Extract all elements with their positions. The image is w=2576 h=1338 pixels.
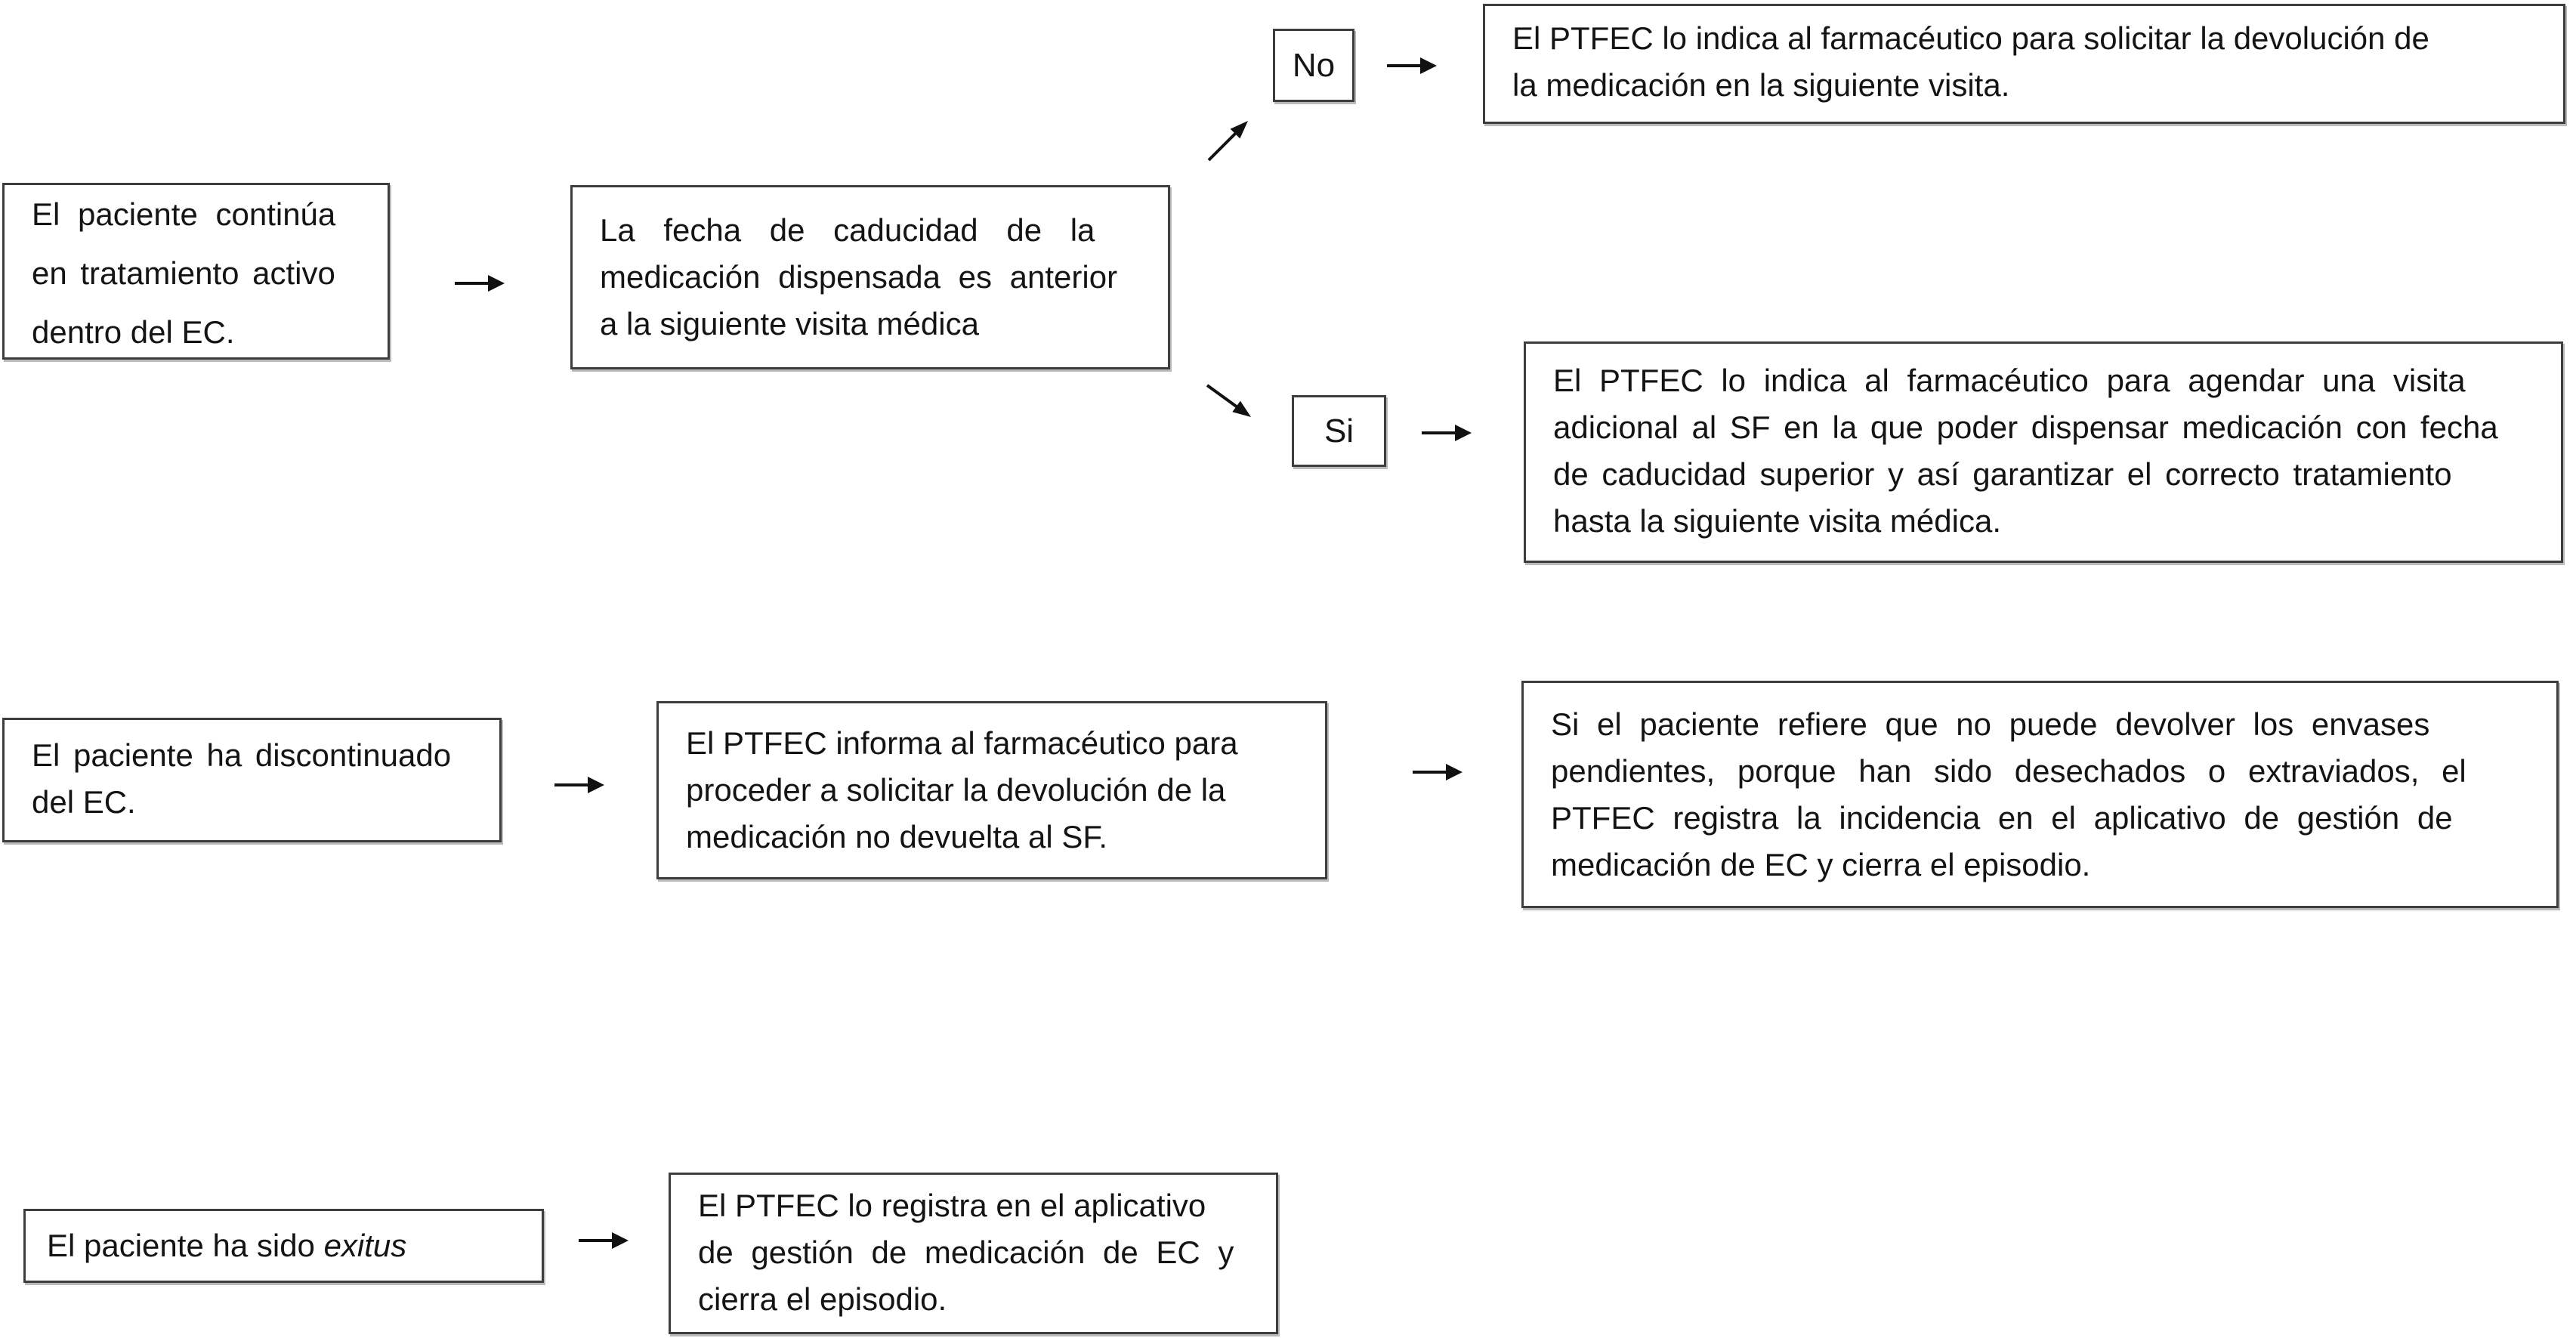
flow-box-si-outcome: El PTFEC lo indica al farmacéutico para … xyxy=(1524,341,2563,563)
box-text-line: El PTFEC lo registra en el aplicativo xyxy=(698,1188,1206,1223)
box-text-line: a la siguiente visita médica xyxy=(600,306,979,341)
box-text-line: El PTFEC informa al farmacéutico para xyxy=(686,725,1238,761)
box-text-line: Si el paciente refiere que no puede devo… xyxy=(1551,706,2430,742)
box-text-italic: exitus xyxy=(323,1228,407,1263)
flow-box-row2-start: El paciente ha discontinuado del EC. xyxy=(2,718,502,842)
arrow-right-icon xyxy=(1387,57,1437,74)
flow-box-row1-condition: La fecha de caducidad de la medicación d… xyxy=(570,185,1170,369)
box-text-line: pendientes, porque han sido desechados o… xyxy=(1551,753,2466,789)
flow-box-row3-action: El PTFEC lo registra en el aplicativo de… xyxy=(669,1173,1278,1334)
arrow-right-icon xyxy=(1422,425,1472,441)
box-text-line: hasta la siguiente visita médica. xyxy=(1553,503,2001,539)
box-text-line: PTFEC registra la incidencia en el aplic… xyxy=(1551,800,2453,836)
box-text-line: El PTFEC lo indica al farmacéutico para … xyxy=(1512,20,2429,56)
flow-box-row2-outcome: Si el paciente refiere que no puede devo… xyxy=(1521,681,2559,908)
box-text-line: medicación de EC y cierra el episodio. xyxy=(1551,847,2091,882)
box-text-line: medicación dispensada es anterior xyxy=(600,259,1118,295)
box-text-line: del EC. xyxy=(32,784,136,820)
arrow-diagonal-down-icon xyxy=(1206,384,1251,417)
branch-label: No xyxy=(1292,46,1336,84)
box-text: El paciente ha sido xyxy=(47,1228,324,1263)
flow-box-row3-start: El paciente ha sido exitus xyxy=(23,1209,544,1283)
box-text-line: La fecha de caducidad de la xyxy=(600,212,1095,248)
box-text-line: en tratamiento activo xyxy=(32,255,335,291)
box-text-line: medicación no devuelta al SF. xyxy=(686,819,1107,854)
box-text-line: adicional al SF en la que poder dispensa… xyxy=(1553,409,2498,445)
flow-box-row2-action: El PTFEC informa al farmacéutico para pr… xyxy=(656,701,1327,879)
arrow-right-icon xyxy=(455,275,505,292)
arrow-right-icon xyxy=(1413,764,1463,780)
box-text-line: El paciente continúa xyxy=(32,196,336,232)
flow-box-row1-start: El paciente continúa en tratamiento acti… xyxy=(2,183,390,360)
arrow-diagonal-up-icon xyxy=(1207,121,1248,162)
flow-box-si-label: Si xyxy=(1292,395,1386,467)
box-text-line: El paciente ha sido exitus xyxy=(47,1222,406,1269)
box-text-line: El paciente ha discontinuado xyxy=(32,737,452,773)
box-text-line: proceder a solicitar la devolución de la xyxy=(686,772,1226,808)
flow-box-no-outcome: El PTFEC lo indica al farmacéutico para … xyxy=(1483,4,2565,124)
arrow-right-icon xyxy=(579,1232,629,1249)
box-text-line: dentro del EC. xyxy=(32,314,235,350)
box-text-line: de caducidad superior y así garantizar e… xyxy=(1553,456,2452,492)
flow-box-no-label: No xyxy=(1273,29,1354,102)
arrow-right-icon xyxy=(554,777,604,793)
branch-label: Si xyxy=(1324,412,1354,450)
box-text-line: El PTFEC lo indica al farmacéutico para … xyxy=(1553,363,2466,398)
box-text-line: de gestión de medicación de EC y xyxy=(698,1234,1234,1270)
box-text-line: cierra el episodio. xyxy=(698,1281,947,1317)
box-text-line: la medicación en la siguiente visita. xyxy=(1512,67,2010,103)
